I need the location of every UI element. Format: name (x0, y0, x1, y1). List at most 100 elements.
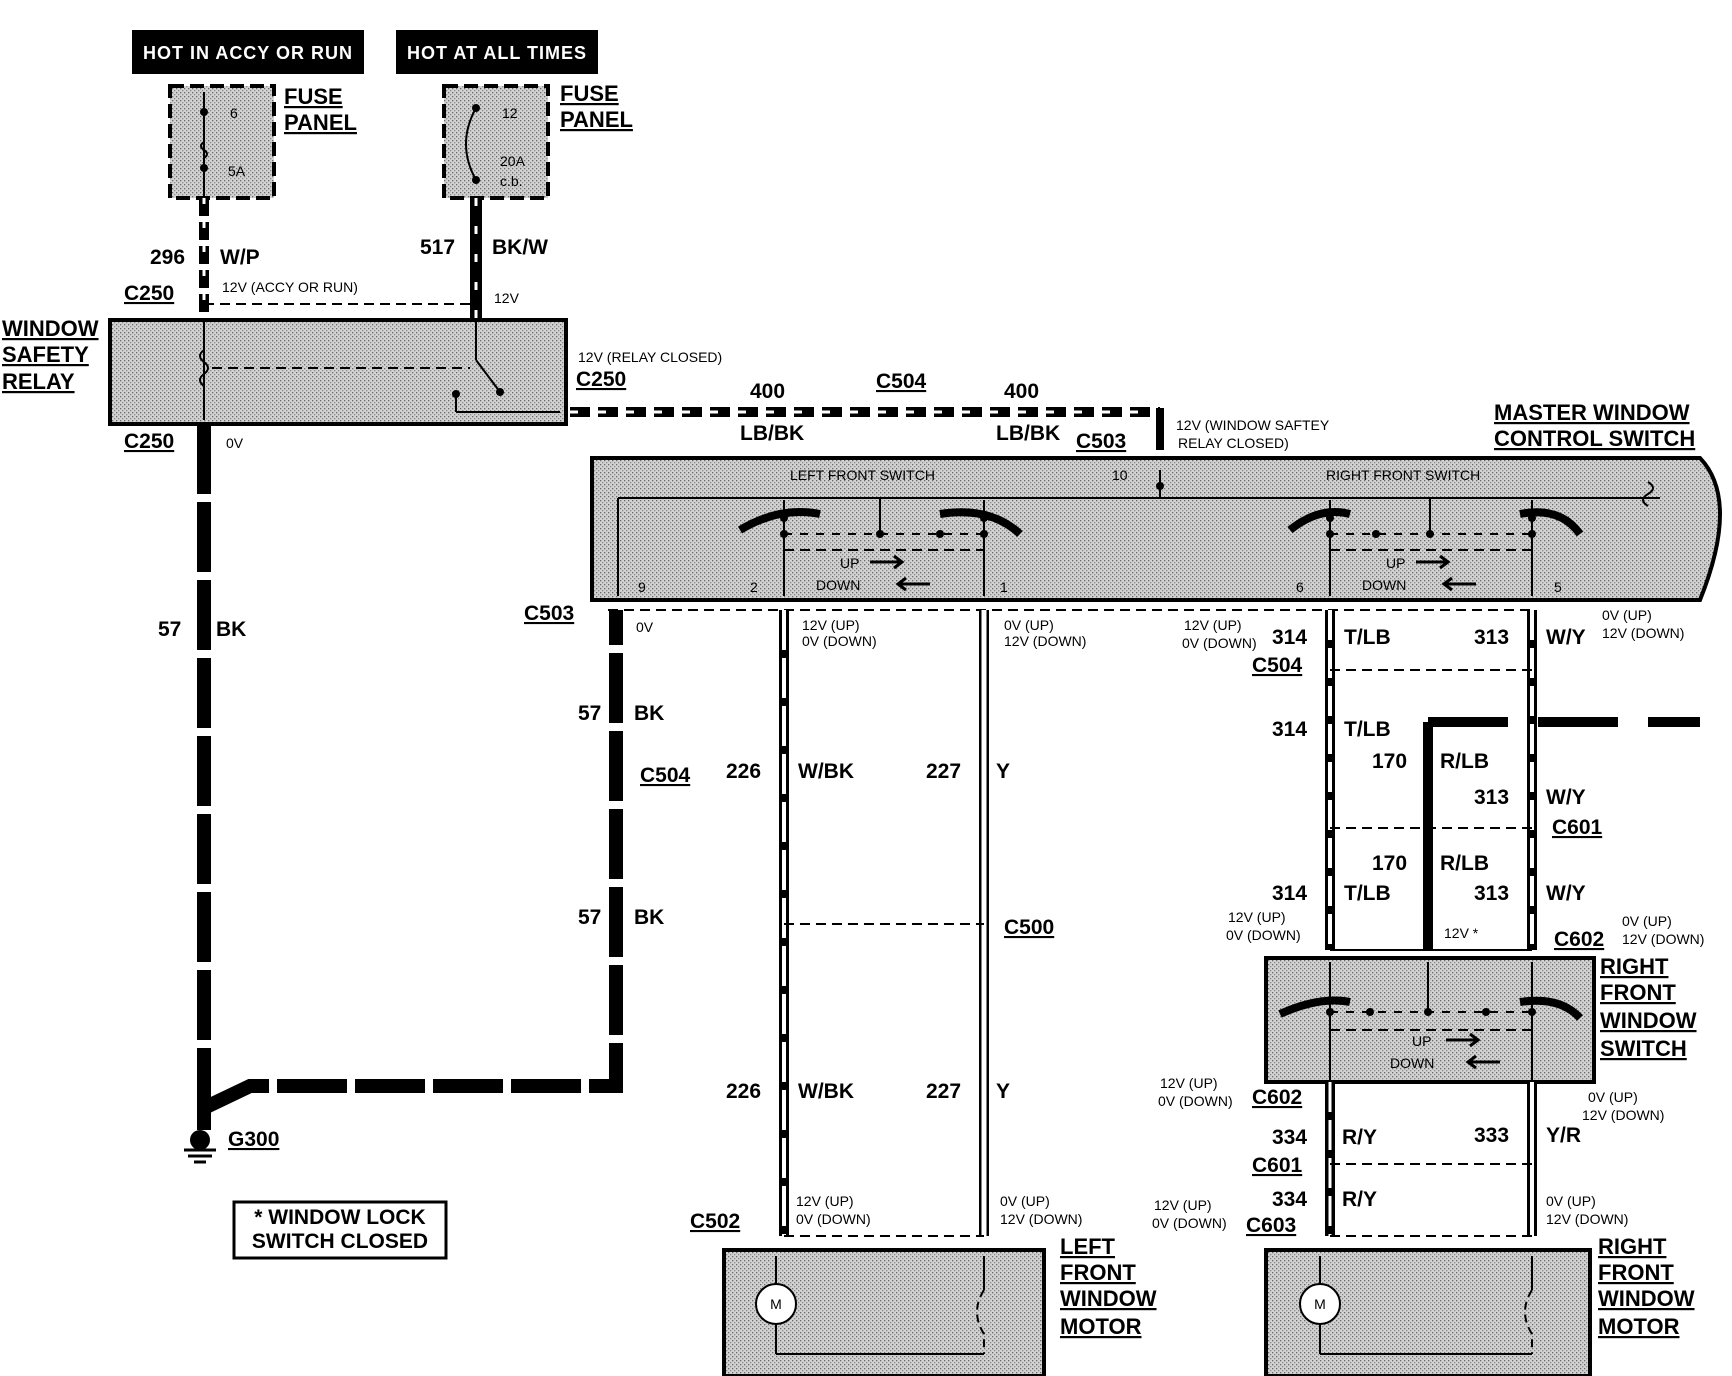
right-front-window-motor (1264, 1248, 1592, 1376)
rf-switch-down: DOWN (1390, 1055, 1434, 1071)
right-motor-title-3: WINDOW (1598, 1286, 1695, 1311)
left-front-switch-label: LEFT FRONT SWITCH (790, 467, 935, 483)
wire-334-color-b: R/Y (1342, 1188, 1377, 1211)
fuse-panel-1-title: FUSE (284, 84, 343, 109)
wire-334-circuit-b: 334 (1272, 1188, 1307, 1211)
note-line-2: SWITCH CLOSED (252, 1230, 428, 1253)
voltage-c603-r-up: 0V (UP) (1546, 1193, 1596, 1209)
voltage-227-up: 0V (UP) (1004, 617, 1054, 633)
c250-right-label: C250 (576, 368, 626, 391)
right-motor-title-2: FRONT (1598, 1260, 1674, 1285)
wire-227-circuit-a: 227 (926, 760, 961, 783)
fuse-1-rating: 5A (228, 163, 246, 179)
wire-314-circuit-b: 314 (1272, 718, 1307, 741)
wire-334-circuit-a: 334 (1272, 1126, 1307, 1149)
wire-313-color-a: W/Y (1546, 626, 1586, 649)
voltage-c602-r-down: 12V (DOWN) (1622, 931, 1704, 947)
c503-top-label: C503 (1076, 430, 1126, 453)
left-motor-title-4: MOTOR (1060, 1314, 1142, 1339)
master-down-right: DOWN (1362, 577, 1406, 593)
c502-label: C502 (690, 1210, 740, 1233)
wire-170-color-b: R/LB (1440, 852, 1489, 875)
wire-296-circuit: 296 (150, 246, 185, 269)
voltage-c603-l-down: 0V (DOWN) (1152, 1215, 1227, 1231)
wire-333-circuit: 333 (1474, 1124, 1509, 1147)
c504-right-label: C504 (1252, 654, 1303, 677)
wire-57-circuit-a: 57 (158, 618, 181, 641)
master-up-right: UP (1386, 555, 1405, 571)
note-box (232, 1200, 448, 1260)
fuse-panel-2: 12 20A c.b. (442, 84, 550, 200)
relay-title-2: SAFETY (2, 342, 89, 367)
pin-6: 6 (1296, 579, 1304, 595)
master-switch-title-2: CONTROL SWITCH (1494, 426, 1695, 451)
voltage-313-down: 12V (DOWN) (1602, 625, 1684, 641)
wire-170-color-a: R/LB (1440, 750, 1489, 773)
window-safety-relay (108, 318, 568, 426)
c504-left-label: C504 (640, 764, 691, 787)
wire-400-circuit-1: 400 (750, 380, 785, 403)
wire-314-color-c: T/LB (1344, 882, 1391, 905)
wire-57-color-a: BK (216, 618, 246, 641)
c504-top-label: C504 (876, 370, 927, 393)
c603-label: C603 (1246, 1214, 1296, 1237)
fuse-panel-2-title: FUSE (560, 81, 619, 106)
left-motor-title-3: WINDOW (1060, 1286, 1157, 1311)
relay-title-1: WINDOW (2, 316, 99, 341)
wire-226-circuit-a: 226 (726, 760, 761, 783)
voltage-safety-closed-1: 12V (WINDOW SAFTEY (1176, 417, 1330, 433)
wire-226-circuit-b: 226 (726, 1080, 761, 1103)
voltage-226-up: 12V (UP) (802, 617, 860, 633)
rf-switch-title-4: SWITCH (1600, 1036, 1687, 1061)
voltage-226-down: 0V (DOWN) (802, 633, 877, 649)
wire-226-color-a: W/BK (798, 760, 854, 783)
rf-switch-up: UP (1412, 1033, 1431, 1049)
master-down-left: DOWN (816, 577, 860, 593)
voltage-c602-r-up: 0V (UP) (1622, 913, 1672, 929)
voltage-c602b-r-up: 0V (UP) (1588, 1089, 1638, 1105)
wire-313-color-b: W/Y (1546, 786, 1586, 809)
wire-57-circuit-b: 57 (578, 702, 601, 725)
rf-switch-title-2: FRONT (1600, 980, 1676, 1005)
hot-at-all-times-label-box (396, 30, 598, 74)
voltage-c602b-l-up: 12V (UP) (1160, 1075, 1218, 1091)
right-front-window-switch (1264, 956, 1596, 1084)
voltage-313-up: 0V (UP) (1602, 607, 1652, 623)
voltage-c602-l-up: 12V (UP) (1228, 909, 1286, 925)
wire-314-color-a: T/LB (1344, 626, 1391, 649)
master-window-control-switch (590, 456, 1722, 602)
voltage-227-down: 12V (DOWN) (1004, 633, 1086, 649)
wire-314-circuit-c: 314 (1272, 882, 1307, 905)
voltage-relay-closed: 12V (RELAY CLOSED) (578, 349, 722, 365)
wire-517-color: BK/W (492, 236, 548, 259)
pin-10: 10 (1112, 467, 1128, 483)
voltage-12v-top: 12V (494, 290, 520, 306)
c601-bottom-label: C601 (1252, 1154, 1303, 1177)
hot-in-accy-label-box (132, 30, 364, 74)
c602-bottom-label: C602 (1252, 1086, 1302, 1109)
voltage-c603-l-up: 12V (UP) (1154, 1197, 1212, 1213)
wire-313-circuit-a: 313 (1474, 626, 1509, 649)
wire-333-color: Y/R (1546, 1124, 1581, 1147)
fuse-panel-1-title-2: PANEL (284, 110, 357, 135)
fuse-1-number: 6 (230, 105, 238, 121)
wire-400-color-1: LB/BK (740, 422, 804, 445)
voltage-c502-up: 12V (UP) (796, 1193, 854, 1209)
wire-227-circuit-b: 227 (926, 1080, 961, 1103)
rf-switch-title-1: RIGHT (1600, 954, 1669, 979)
c500-label: C500 (1004, 916, 1054, 939)
wire-313-circuit-b: 313 (1474, 786, 1509, 809)
voltage-12v-star: 12V * (1444, 925, 1479, 941)
wire-314-color-b: T/LB (1344, 718, 1391, 741)
voltage-0v-relay: 0V (226, 435, 244, 451)
g300-label: G300 (228, 1128, 279, 1151)
wire-57-color-b: BK (634, 702, 664, 725)
fuse-2-number: 12 (502, 105, 518, 121)
wire-400-color-2: LB/BK (996, 422, 1060, 445)
voltage-c502-r-down: 12V (DOWN) (1000, 1211, 1082, 1227)
rf-switch-title-3: WINDOW (1600, 1008, 1697, 1033)
wire-170-circuit-b: 170 (1372, 852, 1407, 875)
pin-9: 9 (638, 579, 646, 595)
right-motor-title-1: RIGHT (1598, 1234, 1667, 1259)
voltage-c602-l-down: 0V (DOWN) (1226, 927, 1301, 943)
